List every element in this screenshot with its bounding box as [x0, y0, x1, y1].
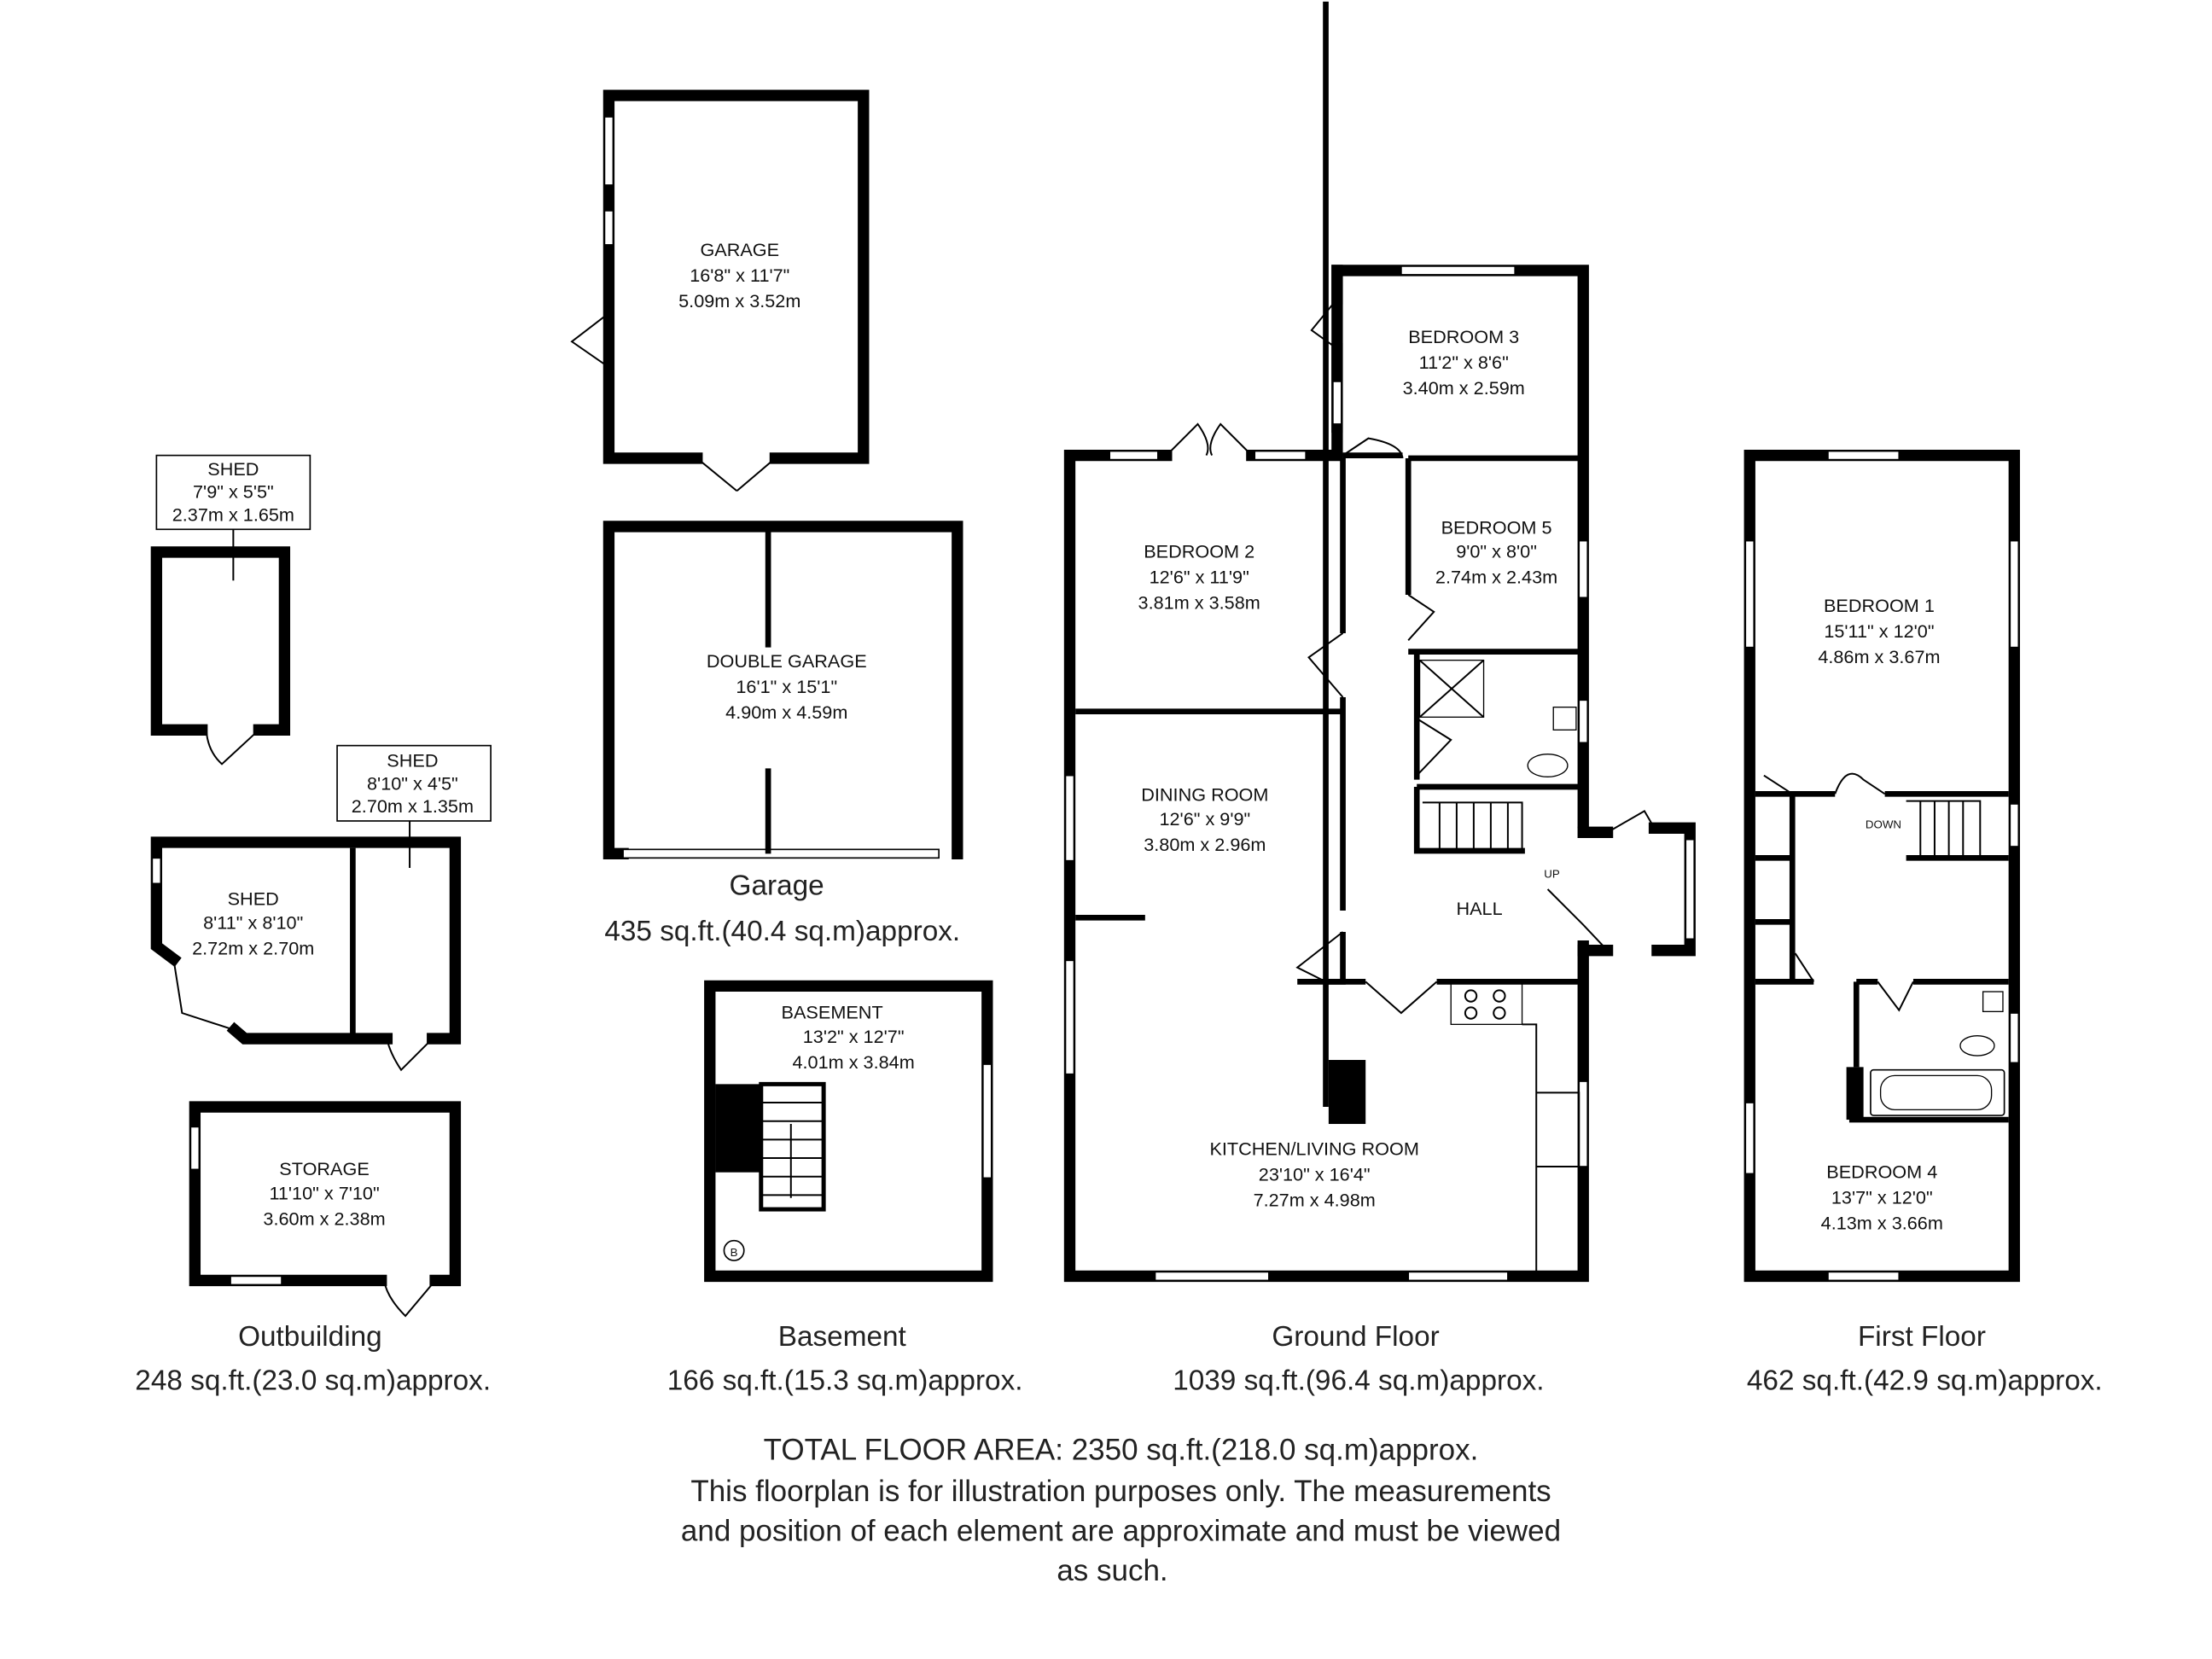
- disclaimer-line-3: as such.: [1057, 1554, 1167, 1587]
- kitchen-imperial: 23'10" x 16'4": [1259, 1164, 1371, 1185]
- garage-name: GARAGE: [700, 239, 779, 260]
- garage-plan: GARAGE 16'8" x 11'7" 5.09m x 3.52m: [570, 90, 870, 492]
- bedroom4-name: BEDROOM 4: [1826, 1161, 1937, 1182]
- basement-plan: B BASEMENT 13'2" x 12'7" 4.01m x 3.84m: [704, 980, 993, 1283]
- double-garage-plan: DOUBLE GARAGE 16'1" x 15'1" 4.90m x 4.59…: [602, 521, 963, 860]
- dining-imperial: 12'6" x 9'9": [1159, 808, 1250, 830]
- shed2-name: SHED: [387, 750, 438, 771]
- bedroom5-metric: 2.74m x 2.43m: [1435, 567, 1557, 588]
- first-floor-area: 462 sq.ft.(42.9 sq.m)approx.: [1747, 1365, 2103, 1397]
- ground-floor-name: Ground Floor: [1272, 1321, 1439, 1353]
- basement-name: BASEMENT: [782, 1002, 883, 1023]
- outbuilding-floor-name: Outbuilding: [238, 1321, 382, 1353]
- disclaimer-line-2: and position of each element are approxi…: [681, 1514, 1561, 1547]
- dining-metric: 3.80m x 2.96m: [1144, 834, 1266, 855]
- double-garage-imperial: 16'1" x 15'1": [736, 676, 837, 697]
- dining-name: DINING ROOM: [1141, 784, 1268, 806]
- shed2-imperial: 8'10" x 4'5": [367, 772, 458, 794]
- shed2-metric: 2.70m x 1.35m: [352, 795, 474, 817]
- garage-floor-area: 435 sq.ft.(40.4 sq.m)approx.: [604, 916, 960, 947]
- bedroom2-imperial: 12'6" x 11'9": [1150, 567, 1249, 588]
- storage-plan: STORAGE 11'10" x 7'10" 3.60m x 2.38m: [189, 1101, 462, 1318]
- shed1-imperial: 7'9" x 5'5": [193, 481, 274, 503]
- boiler-label: B: [731, 1246, 738, 1259]
- basement-imperial: 13'2" x 12'7": [803, 1026, 905, 1047]
- stairs-up-label: UP: [1544, 868, 1560, 881]
- bedroom1-name: BEDROOM 1: [1824, 595, 1935, 616]
- bedroom5-name: BEDROOM 5: [1441, 516, 1552, 538]
- shed3-name: SHED: [228, 888, 279, 909]
- hall-name: HALL: [1456, 898, 1502, 919]
- bedroom4-imperial: 13'7" x 12'0": [1831, 1186, 1933, 1208]
- double-garage-name: DOUBLE GARAGE: [707, 650, 867, 672]
- bedroom1-metric: 4.86m x 3.67m: [1818, 646, 1940, 667]
- first-floor-plan: DOWN BEDROOM 1 15'11" x 12'0" 4.86m x 3.…: [1743, 449, 2020, 1283]
- shed-small-plan: SHED 7'9" x 5'5" 2.37m x 1.65m: [150, 454, 311, 765]
- storage-imperial: 11'10" x 7'10": [269, 1182, 379, 1203]
- kitchen-name: KITCHEN/LIVING ROOM: [1209, 1138, 1418, 1160]
- shed1-name: SHED: [207, 458, 259, 480]
- bedroom2-metric: 3.81m x 3.58m: [1138, 592, 1260, 614]
- disclaimer-line-1: This floorplan is for illustration purpo…: [690, 1475, 1551, 1508]
- garage-metric: 5.09m x 3.52m: [678, 290, 800, 311]
- bedroom4-metric: 4.13m x 3.66m: [1821, 1212, 1943, 1233]
- bedroom1-imperial: 15'11" x 12'0": [1824, 620, 1934, 642]
- garage-imperial: 16'8" x 11'7": [690, 265, 789, 286]
- ground-floor-plan: UP BEDROOM 3 11'2" x 8'6" 3.40m x 2.59m …: [1063, 1, 1696, 1283]
- basement-floor-area: 166 sq.ft.(15.3 sq.m)approx.: [667, 1365, 1023, 1397]
- storage-name: STORAGE: [279, 1158, 370, 1179]
- shed1-metric: 2.37m x 1.65m: [172, 504, 294, 525]
- storage-metric: 3.60m x 2.38m: [263, 1208, 385, 1229]
- bedroom3-imperial: 11'2" x 8'6": [1419, 352, 1509, 373]
- shed3-imperial: 8'11" x 8'10": [203, 912, 303, 934]
- double-garage-metric: 4.90m x 4.59m: [725, 701, 847, 723]
- basement-floor-name: Basement: [778, 1321, 907, 1353]
- basement-metric: 4.01m x 3.84m: [793, 1051, 915, 1073]
- outbuilding-floor-area: 248 sq.ft.(23.0 sq.m)approx.: [135, 1365, 491, 1397]
- bedroom3-metric: 3.40m x 2.59m: [1403, 377, 1525, 399]
- kitchen-metric: 7.27m x 4.98m: [1254, 1190, 1376, 1211]
- shed3-metric: 2.72m x 2.70m: [192, 938, 314, 959]
- bedroom3-name: BEDROOM 3: [1408, 326, 1519, 347]
- stairs-down-label: DOWN: [1866, 818, 1901, 830]
- first-floor-name: First Floor: [1858, 1321, 1986, 1353]
- shed-large-plan: SHED 8'10" x 4'5" 2.70m x 1.35m SHED 8'1…: [150, 744, 492, 1072]
- bedroom2-name: BEDROOM 2: [1144, 541, 1254, 562]
- bedroom5-imperial: 9'0" x 8'0": [1456, 541, 1537, 562]
- ground-floor-area: 1039 sq.ft.(96.4 sq.m)approx.: [1173, 1365, 1544, 1397]
- total-floor-area: TOTAL FLOOR AREA: 2350 sq.ft.(218.0 sq.m…: [764, 1433, 1479, 1466]
- garage-floor-name: Garage: [730, 870, 824, 902]
